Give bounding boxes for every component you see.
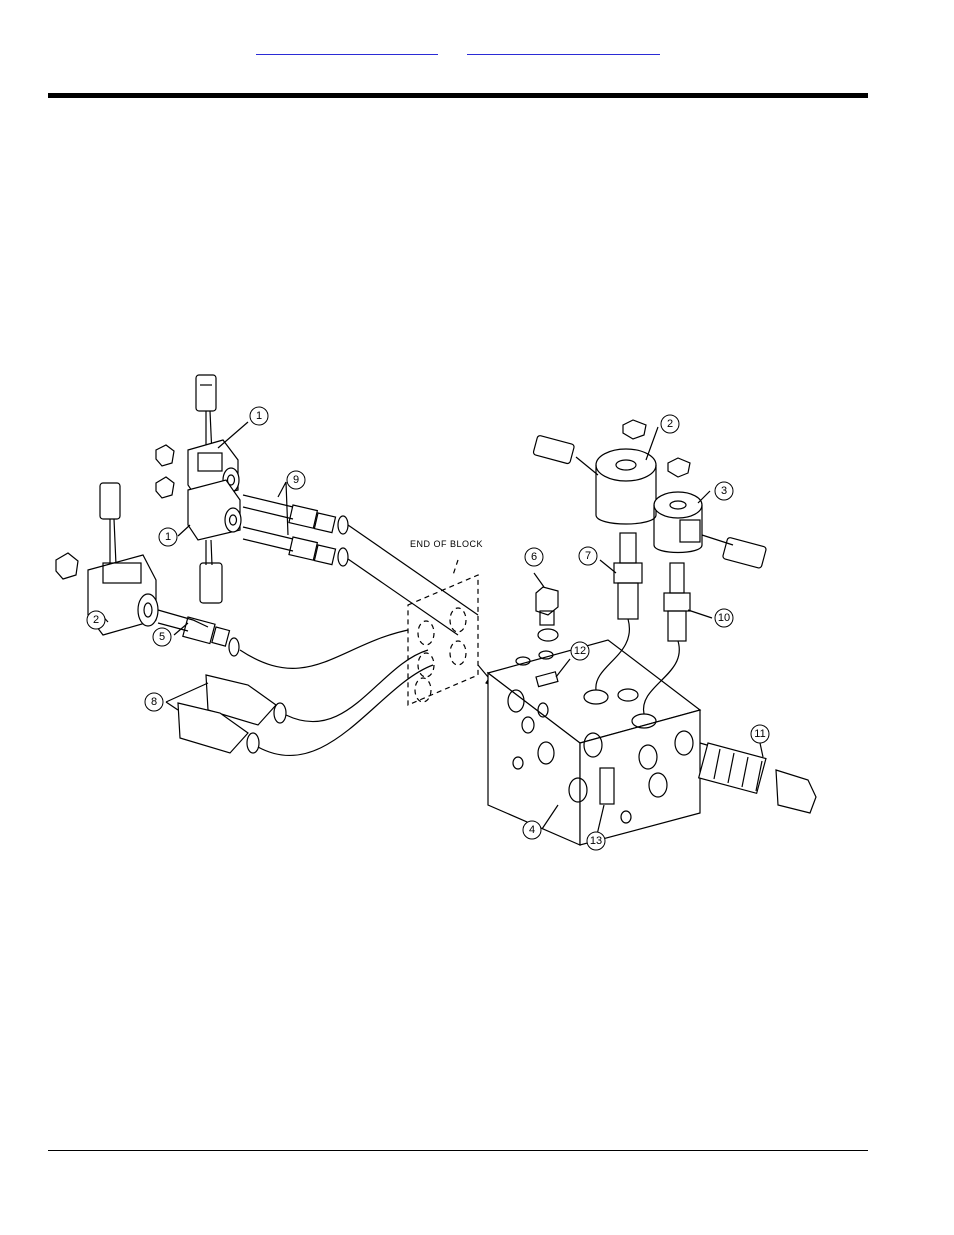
plug-6: [536, 587, 558, 625]
cartridge-5: [158, 610, 408, 668]
svg-text:5: 5: [159, 631, 165, 643]
callout-4: 4: [523, 821, 541, 839]
callout-10: 10: [715, 609, 733, 627]
svg-text:4: 4: [529, 824, 535, 836]
callout-9: 9: [287, 471, 305, 489]
svg-text:1: 1: [165, 531, 171, 543]
svg-text:2: 2: [93, 614, 99, 626]
svg-text:7: 7: [585, 550, 591, 562]
svg-text:11: 11: [754, 728, 765, 740]
callout-8: 8: [145, 693, 163, 711]
callout-1-upper: 1: [250, 407, 268, 425]
callout-5: 5: [153, 628, 171, 646]
header-link-1[interactable]: [256, 40, 438, 55]
left-coil-2: [56, 483, 158, 635]
cartridge-8-upper: [206, 650, 428, 725]
valve-block-4: [488, 629, 700, 845]
svg-text:3: 3: [721, 485, 727, 497]
svg-text:6: 6: [531, 551, 537, 563]
exploded-parts-diagram: END OF BLOCK 1 1 2 2 3 4 5 6 7 8 9 10 11…: [48, 365, 838, 860]
callout-12: 12: [571, 642, 589, 660]
header-rule: [48, 93, 868, 98]
svg-text:10: 10: [718, 612, 730, 624]
callout-7: 7: [579, 547, 597, 565]
callout-6: 6: [525, 548, 543, 566]
header-link-2[interactable]: [467, 40, 660, 55]
callout-2-left: 2: [87, 611, 105, 629]
callout-13: 13: [587, 832, 605, 850]
svg-text:13: 13: [590, 835, 602, 847]
callout-2-right: 2: [661, 415, 679, 433]
svg-text:1: 1: [256, 410, 262, 422]
footer-rule: [48, 1150, 868, 1151]
end-of-block-panel: [408, 560, 478, 705]
svg-text:9: 9: [293, 474, 299, 486]
right-coil-3: [654, 458, 767, 569]
right-coil-2: [533, 420, 656, 524]
svg-text:12: 12: [574, 645, 586, 657]
svg-text:8: 8: [151, 696, 157, 708]
cartridge-11: [699, 743, 816, 813]
end-of-block-label: END OF BLOCK: [410, 539, 483, 549]
svg-text:2: 2: [667, 418, 673, 430]
callout-3: 3: [715, 482, 733, 500]
callout-1-lower: 1: [159, 528, 177, 546]
callout-11: 11: [751, 725, 769, 743]
cartridge-9-upper: [243, 495, 478, 615]
